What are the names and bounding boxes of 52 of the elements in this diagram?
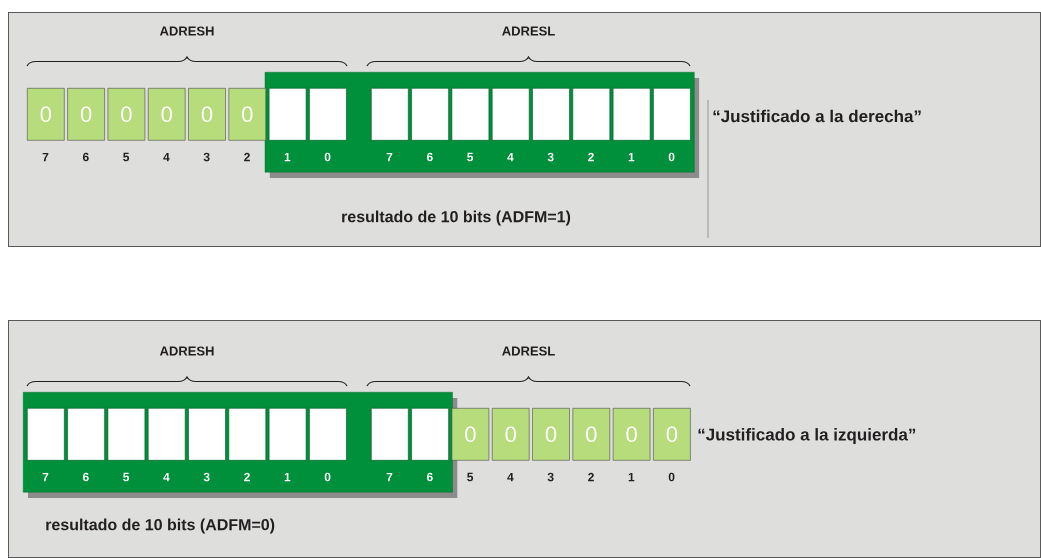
bit-number: 7 bbox=[386, 152, 393, 162]
bit-cell: 0 bbox=[27, 88, 65, 141]
bit-number: 0 bbox=[324, 472, 331, 482]
bit-cell: 0 bbox=[147, 88, 186, 141]
bit-number: 7 bbox=[42, 152, 49, 162]
bit-number: 3 bbox=[547, 472, 554, 482]
bit-number: 6 bbox=[82, 472, 89, 482]
bit-number: 5 bbox=[123, 152, 130, 162]
bit-number: 2 bbox=[244, 472, 250, 482]
register-label: ADRESH bbox=[159, 346, 214, 356]
bit-number: 5 bbox=[123, 472, 130, 482]
bit-number: 3 bbox=[203, 472, 210, 482]
bit-cell: 0 bbox=[532, 408, 570, 461]
bit-number: 0 bbox=[668, 152, 675, 162]
bit-cell: 0 bbox=[572, 408, 611, 461]
bit-number: 5 bbox=[467, 472, 474, 482]
bit-number: 3 bbox=[547, 152, 554, 162]
bit-number: 4 bbox=[163, 152, 170, 162]
bit-cell: 0 bbox=[612, 408, 651, 461]
result-caption: resultado de 10 bits (ADFM=1) bbox=[342, 210, 571, 226]
bit-number: 1 bbox=[284, 472, 291, 482]
bit-number: 7 bbox=[386, 472, 393, 482]
justification-label: “Justificado a la izquierda” bbox=[698, 428, 916, 444]
justification-label: “Justificado a la derecha” bbox=[713, 109, 921, 123]
bit-number: 4 bbox=[163, 472, 170, 482]
bit-number: 6 bbox=[426, 152, 433, 162]
bit-number: 7 bbox=[42, 472, 49, 482]
result-caption: resultado de 10 bits (ADFM=0) bbox=[46, 518, 275, 534]
register-label: ADRESL bbox=[502, 346, 555, 356]
bit-number: 1 bbox=[628, 152, 635, 162]
bit-number: 2 bbox=[588, 152, 594, 162]
bit-number: 4 bbox=[507, 152, 514, 162]
bit-cell: 0 bbox=[653, 408, 691, 461]
bit-cell: 0 bbox=[67, 88, 105, 141]
bit-number: 2 bbox=[244, 152, 250, 162]
bit-cell: 0 bbox=[107, 88, 146, 141]
register-label: ADRESL bbox=[502, 26, 555, 36]
bit-cell: 0 bbox=[188, 88, 226, 141]
bit-number: 0 bbox=[324, 152, 331, 162]
bit-cell: 0 bbox=[451, 408, 490, 461]
bit-number: 2 bbox=[588, 472, 594, 482]
bit-number: 1 bbox=[628, 472, 635, 482]
bit-number: 4 bbox=[507, 472, 514, 482]
bit-number: 1 bbox=[284, 152, 291, 162]
bit-cell: 0 bbox=[228, 88, 267, 141]
bit-number: 0 bbox=[668, 472, 675, 482]
bit-number: 3 bbox=[203, 152, 210, 162]
register-label: ADRESH bbox=[159, 26, 214, 36]
bit-number: 5 bbox=[467, 152, 474, 162]
bit-number: 6 bbox=[426, 472, 433, 482]
bit-number: 6 bbox=[82, 152, 89, 162]
bit-cell: 0 bbox=[491, 408, 530, 461]
